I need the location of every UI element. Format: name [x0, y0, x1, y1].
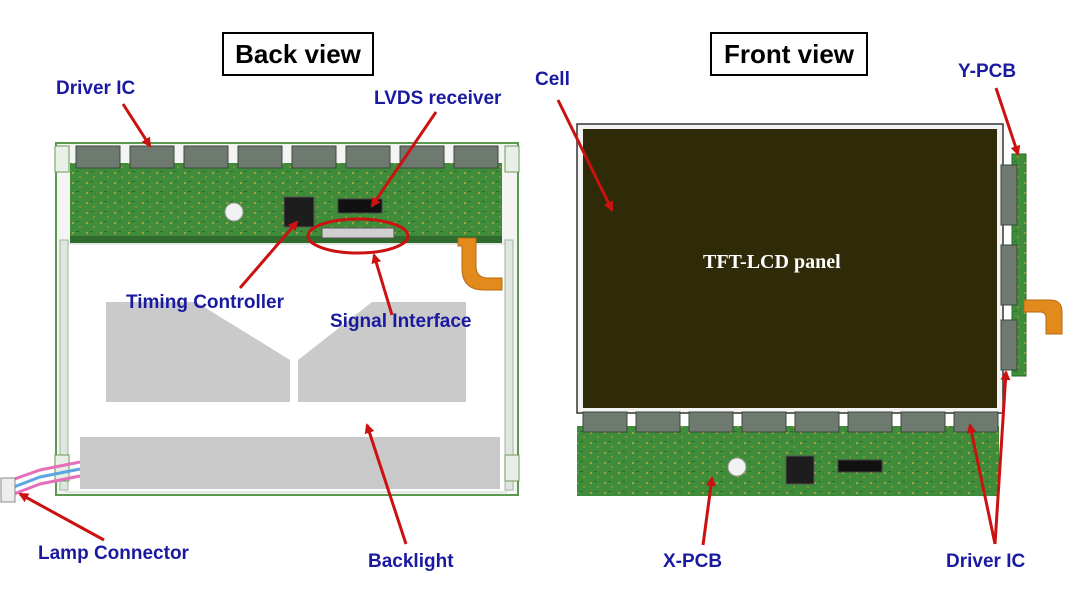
driver-ic-tab	[635, 411, 681, 433]
driver-ic-tab	[582, 411, 628, 433]
lamp-connector-plug	[0, 477, 16, 503]
back-view-title: Back view	[222, 32, 374, 76]
front-timing-chip	[785, 455, 815, 485]
arrow-driver-ic-front-side	[993, 370, 1011, 545]
driver-ic-tab	[953, 411, 999, 433]
front-flex-cable	[1023, 299, 1063, 335]
left-side-rail	[59, 239, 69, 491]
driver-ic-tab	[75, 145, 121, 169]
arrow-signal-interface	[371, 253, 394, 316]
label-signal-interface: Signal Interface	[330, 311, 472, 332]
tft-lcd-panel-cell	[583, 129, 997, 408]
driver-ic-tab	[345, 145, 391, 169]
pcb-label-disc	[224, 202, 244, 222]
label-driver-ic-front: Driver IC	[946, 551, 1026, 572]
lamp-wire	[5, 474, 81, 499]
lamp-wire	[5, 467, 81, 492]
driver-ic-tab	[453, 145, 499, 169]
back-view	[0, 103, 520, 545]
label-tft-lcd-panel: TFT-LCD panel	[703, 251, 841, 273]
signal-interface-connector	[321, 227, 395, 239]
backlight-guide-left	[106, 302, 290, 402]
driver-ic-tab	[794, 411, 840, 433]
driver-ic-tab	[741, 411, 787, 433]
y-driver-ic-tab	[1000, 319, 1018, 371]
driver-ic-tab	[291, 145, 337, 169]
driver-ic-tab	[847, 411, 893, 433]
driver-ic-tab	[688, 411, 734, 433]
front-driver-ic-tabs	[582, 411, 999, 433]
label-x-pcb: X-PCB	[663, 551, 723, 572]
front-view	[556, 87, 1063, 546]
arrow-backlight	[364, 423, 408, 545]
driver-ic-tab	[900, 411, 946, 433]
y-driver-ic-tab	[1000, 164, 1018, 226]
signal-interface-highlight	[306, 217, 410, 255]
arrow-x-pcb	[701, 476, 716, 546]
back-pcb-edge	[70, 236, 502, 243]
back-flex-cable	[457, 237, 503, 291]
driver-ic-tab	[399, 145, 445, 169]
label-backlight: Backlight	[368, 551, 454, 572]
front-view-title: Front view	[710, 32, 868, 76]
back-driver-ic-tabs	[75, 145, 499, 169]
arrow-y-pcb	[994, 87, 1021, 156]
driver-ic-tab	[129, 145, 175, 169]
arrow-lamp-connector	[18, 492, 105, 542]
arrow-cell	[556, 99, 614, 212]
right-side-rail	[504, 239, 514, 491]
label-lamp-connector: Lamp Connector	[38, 543, 189, 564]
label-driver-ic-back: Driver IC	[56, 78, 136, 99]
backlight-guide-right	[298, 302, 466, 402]
arrow-timing-controller	[238, 220, 299, 289]
lamp-wires	[0, 460, 81, 503]
driver-ic-tab	[237, 145, 283, 169]
arrow-lvds-receiver	[370, 111, 438, 208]
lamp-wire	[5, 460, 81, 484]
label-lvds-receiver: LVDS receiver	[374, 88, 502, 109]
label-timing-controller: Timing Controller	[126, 292, 284, 313]
bracket-top-right	[504, 145, 520, 173]
y-driver-ic-tab	[1000, 244, 1018, 306]
timing-controller-chip	[283, 196, 315, 228]
arrow-driver-ic-front-bottom	[966, 423, 997, 545]
arrow-driver-ic-back	[121, 103, 152, 148]
label-y-pcb: Y-PCB	[958, 61, 1017, 82]
bracket-top-left	[54, 145, 70, 173]
bracket-bottom-right	[504, 454, 520, 482]
front-pcb-label-disc	[727, 457, 747, 477]
label-cell: Cell	[535, 69, 570, 90]
driver-ic-tab	[183, 145, 229, 169]
front-lvds-chip	[837, 459, 883, 473]
backlight-panel	[80, 437, 500, 489]
